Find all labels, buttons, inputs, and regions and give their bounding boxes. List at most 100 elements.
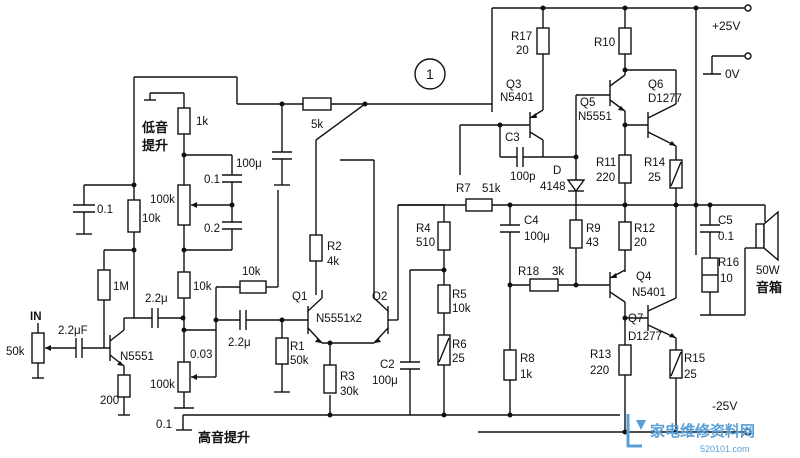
r7: [465, 198, 493, 212]
c-2-2b-value: 2.2μ: [228, 337, 251, 349]
input-cap: [75, 338, 110, 358]
r-10k-c-value: 10k: [242, 266, 261, 278]
input-pot-value: 50k: [6, 346, 25, 358]
r-10k-b: [177, 271, 191, 345]
watermark-logo: [626, 414, 646, 448]
input-pot: [31, 323, 76, 379]
watermark-text: 家电维修资料网: [650, 422, 755, 440]
r12-value: 20: [634, 237, 647, 249]
r5-value: 10k: [452, 303, 471, 315]
r6: [437, 334, 451, 395]
rail-vneg-label: -25V: [712, 399, 737, 413]
c-2-2a: [134, 308, 186, 328]
input-label: IN: [30, 311, 42, 323]
c-2-2b: [213, 310, 308, 330]
q3-type: N5401: [500, 92, 534, 104]
r13-value: 220: [590, 365, 609, 377]
diagram-marker-label: 1: [426, 66, 434, 82]
r9: [569, 219, 583, 285]
diode-label: D: [553, 165, 561, 177]
bass-label-line2: 提升: [142, 138, 168, 154]
q4: [609, 269, 626, 345]
r15: [669, 349, 683, 432]
r-5k-value: 5k: [311, 119, 323, 131]
r18: [510, 278, 610, 292]
c4-value: 100μ: [524, 231, 550, 243]
pot-100k-a-value: 100k: [150, 194, 175, 206]
r8: [503, 282, 517, 385]
r-10k-c: [215, 190, 279, 330]
c-02: [184, 205, 242, 251]
ground-terminal-0v: [703, 52, 752, 75]
q3: [459, 109, 544, 175]
input-cap-value: 2.2μF: [58, 325, 88, 337]
pot-100k-a: [177, 184, 232, 272]
c5-label: C5: [718, 215, 733, 227]
pair-type: N5551x2: [316, 313, 362, 325]
r12-label: R12: [634, 223, 655, 235]
r1: [274, 320, 290, 393]
r18-label: R18: [518, 266, 539, 278]
c-100u-a-value: 100μ: [236, 158, 262, 170]
rail-vpos-label: +25V: [712, 19, 740, 33]
bass-top-wire: [134, 76, 303, 105]
r3: [323, 343, 337, 394]
speaker-label: 音箱: [756, 280, 782, 296]
c3-value: 100p: [510, 171, 536, 183]
r9-label: R9: [586, 223, 601, 235]
q2-label: Q2: [372, 291, 387, 303]
q3-label: Q3: [506, 79, 521, 91]
r10: [618, 8, 632, 72]
q6-label: Q6: [648, 79, 663, 91]
r15-label: R15: [684, 353, 705, 365]
c2-label: C2: [380, 359, 395, 371]
r16-label: R16: [718, 257, 739, 269]
r5: [437, 284, 451, 335]
r13-label: R13: [590, 349, 611, 361]
r14: [669, 159, 683, 208]
r4-label: R4: [416, 223, 431, 235]
c5-value: 0.1: [718, 231, 734, 243]
c-2-2a-value: 2.2μ: [145, 293, 168, 305]
bass-label-line1: 低音: [141, 120, 168, 136]
ground-bus: [176, 385, 620, 431]
c5: [700, 202, 720, 258]
r2-value: 4k: [327, 256, 339, 268]
r16: [700, 247, 756, 316]
r6-label: R6: [452, 339, 467, 351]
c-02-value: 0.2: [204, 223, 220, 235]
r-1m: [97, 249, 134, 348]
q5-label: Q5: [580, 97, 595, 109]
q1-label: Q1: [292, 291, 307, 303]
r6-value: 25: [452, 353, 465, 365]
q6-type: D1277: [648, 93, 682, 105]
r-200-value: 200: [100, 395, 119, 407]
r-200: [117, 374, 131, 416]
diagram-marker: [414, 58, 446, 90]
c2-value: 100μ: [372, 375, 398, 387]
pot-100k-b-value: 100k: [150, 379, 175, 391]
r-10k-b-value: 10k: [193, 281, 212, 293]
c-01a-value: 0.1: [97, 204, 113, 216]
r16-value: 10: [720, 273, 733, 285]
r-1m-value: 1M: [113, 281, 129, 293]
c-003: [181, 327, 216, 333]
r8-label: R8: [520, 353, 535, 365]
r2: [309, 103, 366, 295]
c-003-value: 0.03: [190, 349, 212, 361]
r3-label: R3: [340, 371, 355, 383]
input-transistor-type: N5551: [120, 351, 154, 363]
r5-label: R5: [452, 289, 467, 301]
diode-d: [566, 95, 586, 220]
r1-value: 50k: [290, 355, 309, 367]
r17: [536, 8, 550, 110]
r1-label: R1: [290, 341, 305, 353]
q4-type: N5401: [632, 287, 666, 299]
r4-value: 510: [416, 237, 435, 249]
c-01a: [73, 184, 134, 235]
r3-value: 30k: [340, 386, 359, 398]
c4: [500, 205, 520, 285]
output-node: [398, 202, 766, 222]
r-5k: [302, 97, 492, 111]
